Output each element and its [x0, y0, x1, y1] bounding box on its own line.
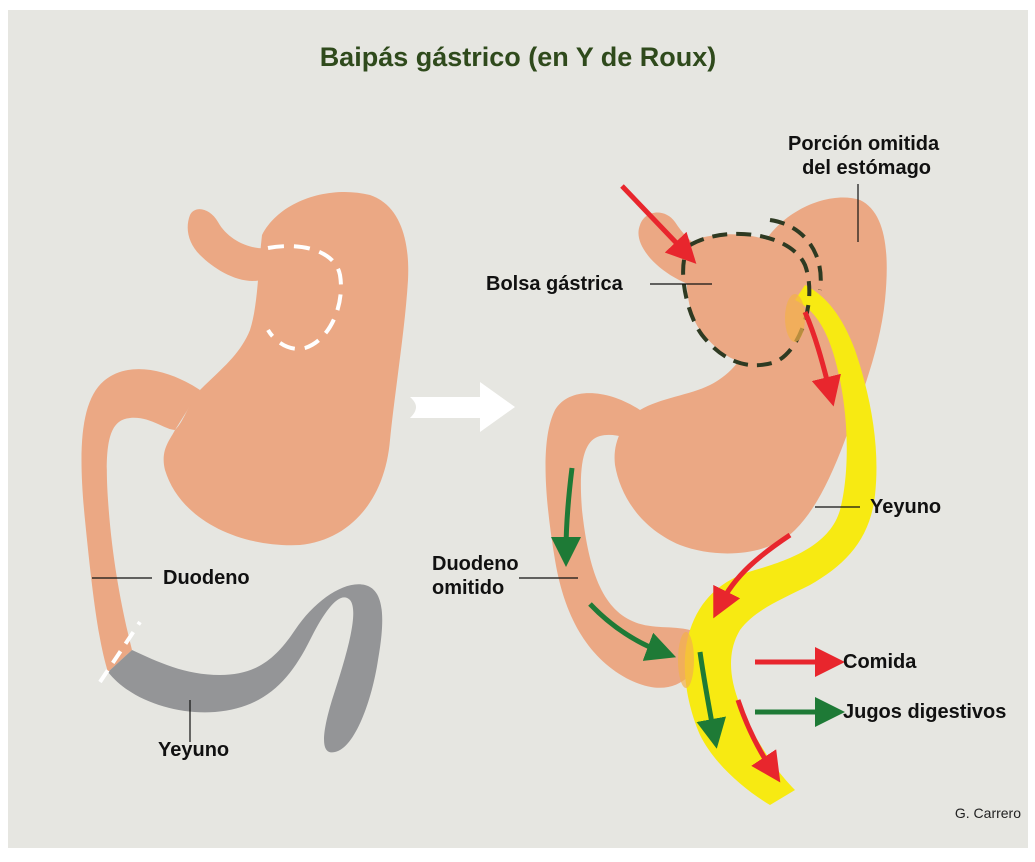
legend-jugos: Jugos digestivos	[843, 700, 1006, 724]
label-bolsa-gastrica: Bolsa gástrica	[486, 272, 623, 296]
figure-title: Baipás gástrico (en Y de Roux)	[8, 42, 1028, 73]
label-duodeno-omitido-line2: omitido	[432, 576, 519, 600]
legend-comida: Comida	[843, 650, 916, 674]
label-porcion-line2: del estómago	[788, 156, 939, 180]
credit: G. Carrero	[955, 805, 1021, 821]
label-duodeno-omitido: Duodeno omitido	[432, 552, 519, 600]
label-porcion-line1: Porción omitida	[788, 132, 939, 156]
label-duodeno: Duodeno	[163, 566, 250, 590]
label-yeyuno-left: Yeyuno	[158, 738, 229, 762]
label-yeyuno-right: Yeyuno	[870, 495, 941, 519]
label-duodeno-omitido-line1: Duodeno	[432, 552, 519, 576]
label-porcion-omitida: Porción omitida del estómago	[788, 132, 939, 180]
